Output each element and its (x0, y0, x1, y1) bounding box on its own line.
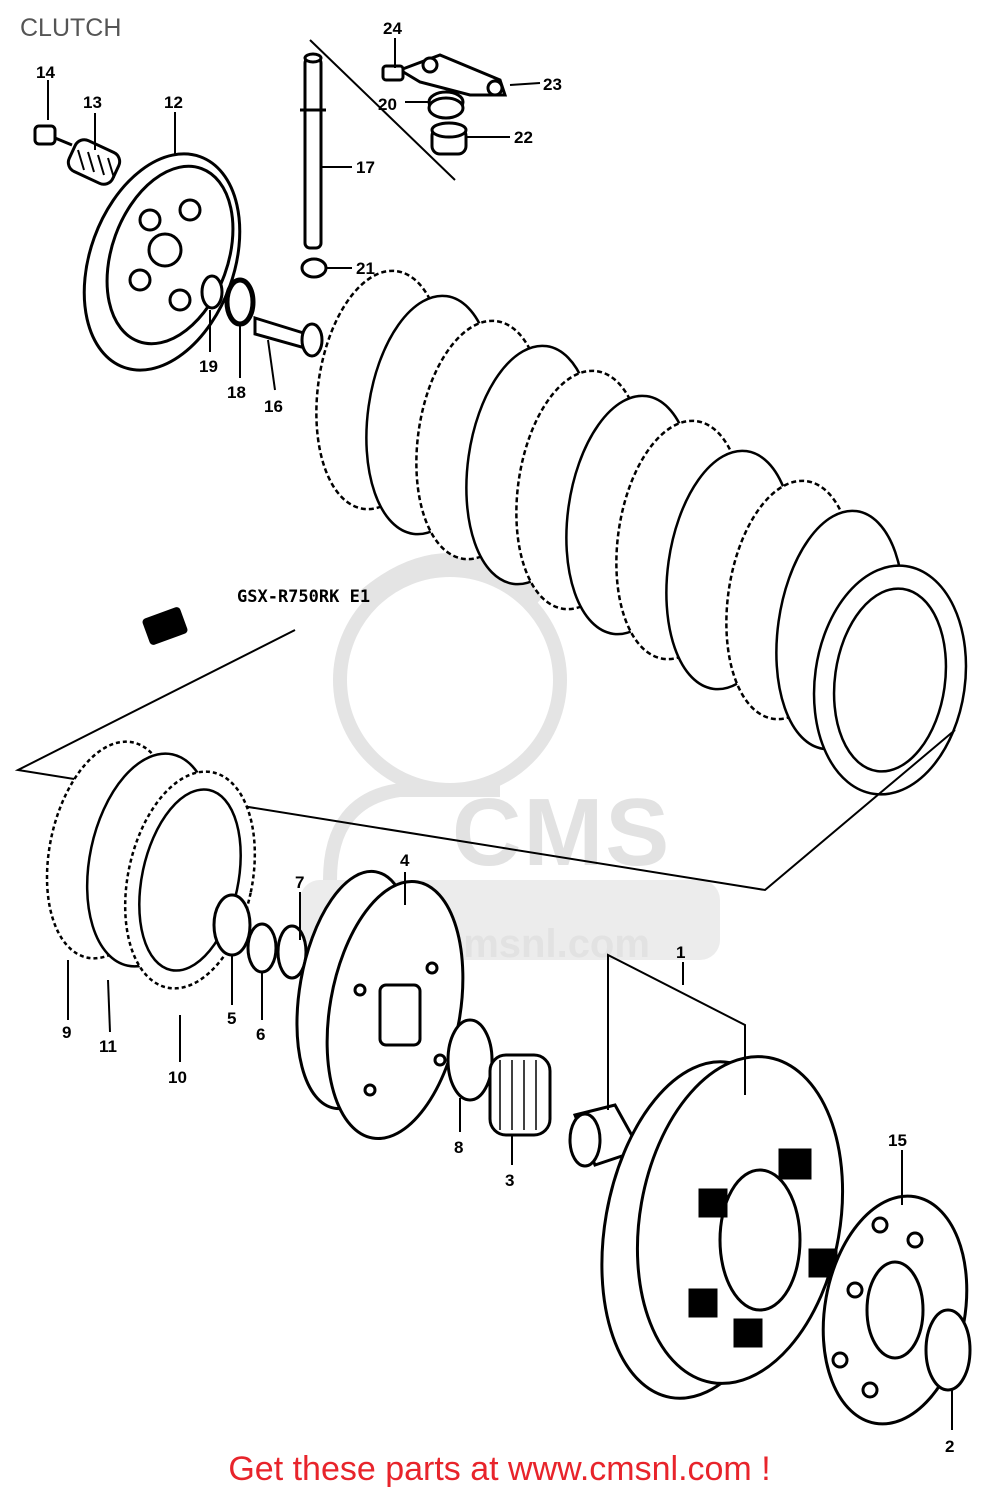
callout-2: 2 (945, 1437, 954, 1456)
clutch-lifter (253, 315, 324, 358)
collar-2 (924, 1308, 972, 1392)
callout-24: 24 (383, 19, 402, 38)
spring-washer-6 (246, 922, 278, 974)
bearing-18 (224, 277, 256, 327)
callout-8: 8 (454, 1138, 463, 1157)
callout-3: 3 (505, 1171, 514, 1190)
clutch-sleeve-hub (295, 869, 465, 1141)
callout-17: 17 (356, 158, 375, 177)
callout-14: 14 (36, 63, 55, 82)
clutch-plate-stack (315, 269, 968, 796)
washer-19 (200, 274, 224, 310)
push-rod-end (300, 257, 328, 279)
needle-bearing-3 (488, 1053, 552, 1137)
thrust-washer-8 (446, 1018, 494, 1102)
lower-plate-set (45, 740, 257, 990)
page-title: CLUTCH (20, 14, 122, 42)
callout-18: 18 (227, 383, 246, 402)
callout-11: 11 (99, 1037, 117, 1056)
callout-4: 4 (400, 851, 410, 870)
release-bearing (430, 121, 468, 156)
release-arm-bracket (309, 39, 456, 181)
push-rod (300, 52, 326, 250)
release-seal (427, 90, 465, 120)
callout-16: 16 (264, 397, 283, 416)
callout-13: 13 (83, 93, 102, 112)
callout-15: 15 (888, 1131, 907, 1150)
manufacturer-badge (142, 607, 188, 645)
clutch-spring (66, 138, 122, 186)
callout-19: 19 (199, 357, 218, 376)
leader-lines (47, 38, 953, 1430)
spring-seat-5 (212, 893, 252, 957)
housing-group-bracket (607, 953, 746, 1110)
callout-21: 21 (356, 259, 375, 278)
callout-7: 7 (295, 873, 304, 892)
callout-12: 12 (164, 93, 183, 112)
callout-20: 20 (378, 95, 397, 114)
promo-link[interactable]: Get these parts at www.cmsnl.com ! (228, 1450, 771, 1488)
callout-1: 1 (676, 943, 685, 962)
callout-9: 9 (62, 1023, 71, 1042)
callout-10: 10 (168, 1068, 187, 1087)
release-arm (381, 53, 508, 97)
callout-22: 22 (514, 128, 533, 147)
model-code-label: GSX-R750RK E1 (237, 587, 371, 607)
clutch-housing-assy (600, 1055, 845, 1400)
clutch-spring-bolt (33, 124, 73, 147)
plate-group-frame (14, 629, 956, 892)
pressure-plate (82, 152, 242, 372)
callout-23: 23 (543, 75, 562, 94)
callout-6: 6 (256, 1025, 265, 1044)
callout-5: 5 (227, 1009, 236, 1028)
